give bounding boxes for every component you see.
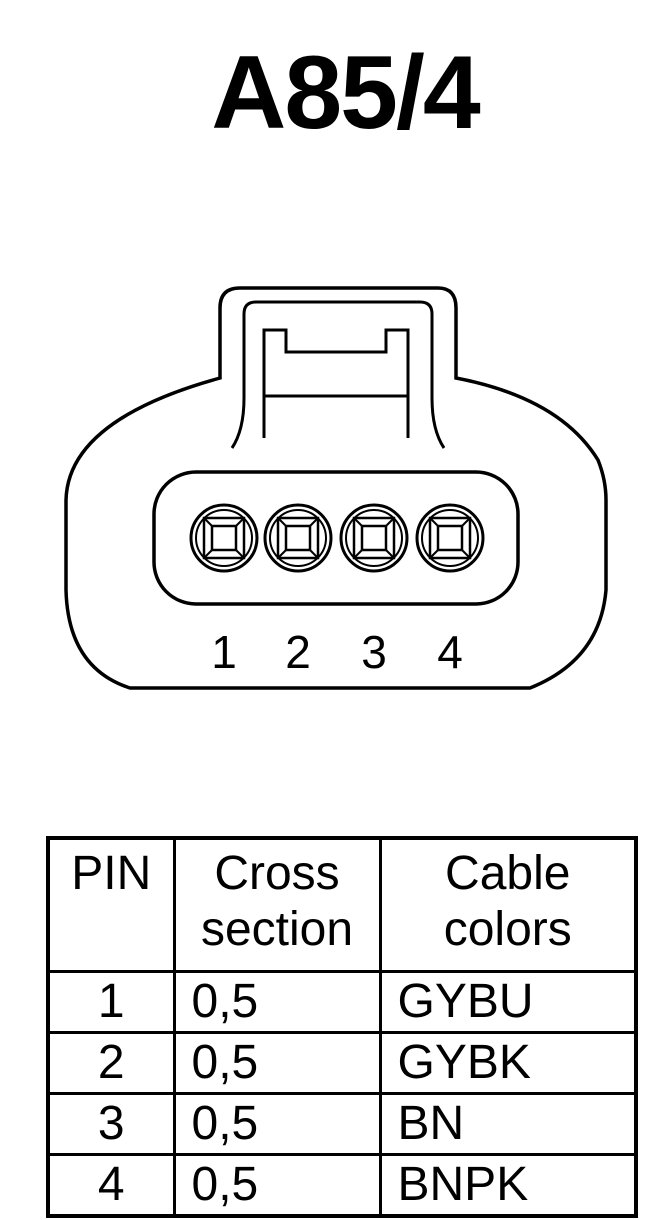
cell-cable-color: BNPK bbox=[378, 1153, 638, 1218]
header-colors-line-2: colors bbox=[443, 903, 572, 956]
cell-pin: 4 bbox=[46, 1153, 176, 1218]
header-cross-section: Cross section bbox=[172, 836, 382, 973]
table-row: 1 0,5 GYBU bbox=[46, 970, 638, 1034]
pin-label: 3 bbox=[361, 626, 387, 678]
cell-cross-section: 0,5 bbox=[172, 1092, 382, 1156]
header-colors-line-1: Cable bbox=[445, 847, 571, 900]
latch-tab bbox=[262, 328, 410, 438]
table-row: 2 0,5 GYBK bbox=[46, 1031, 638, 1095]
table-header-row: PIN Cross section Cable colors bbox=[46, 836, 638, 973]
pin-table: PIN Cross section Cable colors 1 0,5 GYB… bbox=[46, 836, 638, 1218]
latch-outline bbox=[230, 300, 446, 449]
cell-cross-section: 0,5 bbox=[172, 1031, 382, 1095]
pin-contact bbox=[415, 503, 485, 573]
pin-cavity-frame bbox=[152, 470, 520, 606]
table-row: 3 0,5 BN bbox=[46, 1092, 638, 1156]
cell-cable-color: GYBK bbox=[378, 1031, 638, 1095]
cell-pin: 2 bbox=[46, 1031, 176, 1095]
pin-contact bbox=[263, 503, 333, 573]
cell-pin: 3 bbox=[46, 1092, 176, 1156]
cell-cross-section: 0,5 bbox=[172, 970, 382, 1034]
header-pin: PIN bbox=[46, 836, 176, 973]
cell-pin: 1 bbox=[46, 970, 176, 1034]
connector-title: A85/4 bbox=[211, 35, 481, 151]
pin-label: 1 bbox=[211, 626, 237, 678]
pin-label: 4 bbox=[437, 626, 463, 678]
header-cross-line-1: Cross bbox=[214, 847, 340, 900]
pin-contact bbox=[339, 503, 409, 573]
pin-contact bbox=[189, 503, 259, 573]
cell-cable-color: BN bbox=[378, 1092, 638, 1156]
header-cable-colors: Cable colors bbox=[378, 836, 638, 973]
connector-housing bbox=[64, 286, 608, 690]
cell-cross-section: 0,5 bbox=[172, 1153, 382, 1218]
cell-cable-color: GYBU bbox=[378, 970, 638, 1034]
table-row: 4 0,5 BNPK bbox=[46, 1153, 638, 1218]
header-cross-line-2: section bbox=[200, 903, 354, 956]
pin-contacts bbox=[189, 503, 485, 573]
pin-label: 2 bbox=[285, 626, 311, 678]
